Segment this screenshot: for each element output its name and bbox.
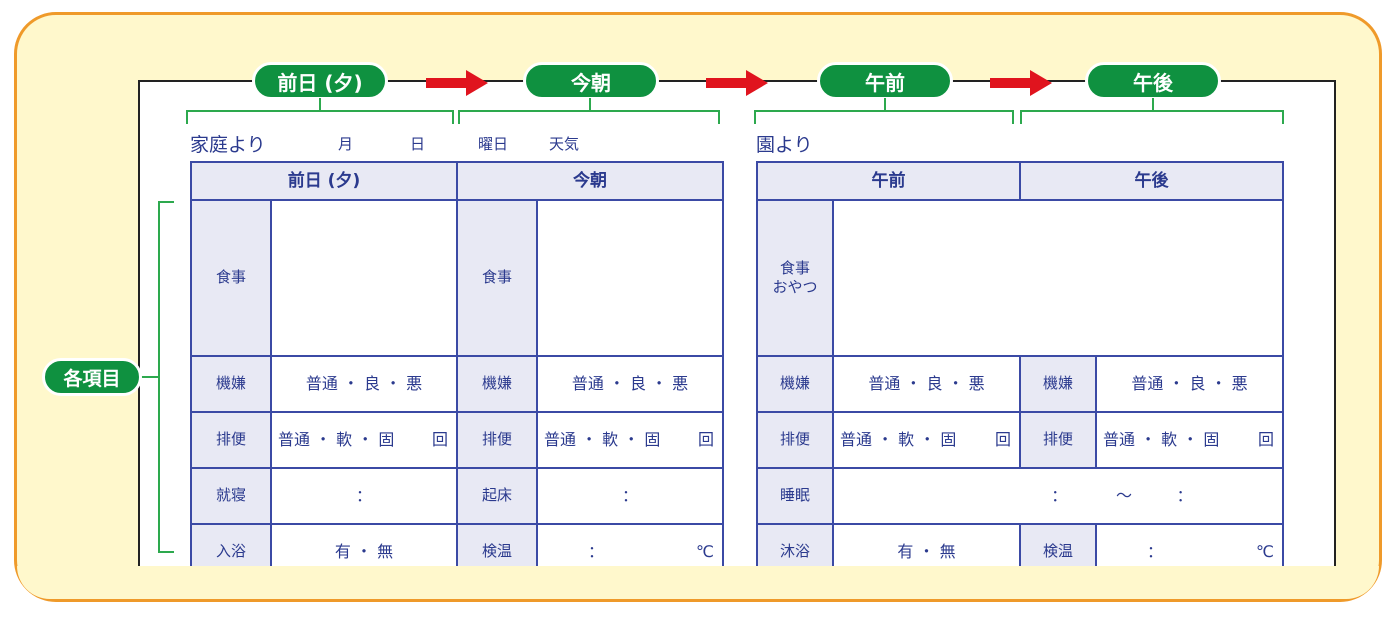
time-colon: ： (1147, 541, 1164, 561)
step-pill-morning: 今朝 (523, 62, 659, 100)
day-label: 日 (410, 135, 426, 153)
celsius-unit: ℃ (696, 541, 714, 561)
row-label: 機嫌 (756, 355, 834, 413)
row-label: 睡眠 (756, 467, 834, 525)
row-label: 食事 (190, 199, 272, 357)
stool-morning-options[interactable]: 普通 ・ 軟 ・ 固 回 (536, 411, 724, 469)
count-unit: 回 (431, 429, 448, 449)
time-colon: ： (1176, 485, 1193, 505)
row-label: 排便 (456, 411, 538, 469)
stool-am-options[interactable]: 普通 ・ 軟 ・ 固 回 (832, 411, 1021, 469)
step-pill-pm: 午後 (1085, 62, 1221, 100)
time-colon: ： (1051, 485, 1068, 505)
row-label: 機嫌 (456, 355, 538, 413)
stool-pm-options[interactable]: 普通 ・ 軟 ・ 固 回 (1095, 411, 1284, 469)
bedtime-field[interactable]: ： (270, 467, 458, 525)
weekday-label: 曜日 (478, 135, 509, 153)
row-label: 起床 (456, 467, 538, 525)
header-evening: 前日 (夕) (190, 161, 458, 201)
range-tilde: ～ (1115, 485, 1132, 505)
header-am: 午前 (756, 161, 1021, 201)
meal-snack-label: 食事おやつ (756, 199, 834, 357)
row-label: 排便 (1019, 411, 1097, 469)
meal-evening-field[interactable] (270, 199, 458, 357)
home-table: 前日 (夕) 今朝 食事 食事 機嫌 普通 ・ 良 ・ 悪 機嫌 普通 ・ 良 … (190, 161, 724, 581)
stool-options: 普通 ・ 軟 ・ 固 (840, 429, 957, 449)
weather-label: 天気 (549, 135, 580, 153)
row-label: 食事 (456, 199, 538, 357)
items-badge: 各項目 (42, 358, 142, 396)
month-label: 月 (338, 135, 354, 153)
row-label: 就寝 (190, 467, 272, 525)
row-label: 機嫌 (190, 355, 272, 413)
arrow-right-icon (426, 70, 488, 96)
school-heading: 園より (756, 134, 813, 156)
bottom-crop-band (17, 566, 1379, 599)
step-pill-am: 午前 (817, 62, 953, 100)
row-label: 排便 (190, 411, 272, 469)
school-table: 午前 午後 食事おやつ 機嫌 普通 ・ 良 ・ 悪 機嫌 普通 ・ 良 ・ 悪 … (756, 161, 1284, 581)
nap-time-field[interactable]: ： ～ ： (832, 467, 1284, 525)
arrow-right-icon (706, 70, 768, 96)
stool-evening-options[interactable]: 普通 ・ 軟 ・ 固 回 (270, 411, 458, 469)
stool-options: 普通 ・ 軟 ・ 固 (544, 429, 661, 449)
meal-morning-field[interactable] (536, 199, 724, 357)
time-colon: ： (588, 541, 605, 561)
count-unit: 回 (697, 429, 714, 449)
mood-pm-options[interactable]: 普通 ・ 良 ・ 悪 (1095, 355, 1284, 413)
count-unit: 回 (1257, 429, 1274, 449)
arrow-right-icon (990, 70, 1052, 96)
stool-options: 普通 ・ 軟 ・ 固 (278, 429, 395, 449)
mood-evening-options[interactable]: 普通 ・ 良 ・ 悪 (270, 355, 458, 413)
meal-snack-field[interactable] (832, 199, 1284, 357)
mood-am-options[interactable]: 普通 ・ 良 ・ 悪 (832, 355, 1021, 413)
header-morning: 今朝 (456, 161, 724, 201)
home-heading: 家庭より (190, 134, 266, 156)
row-label: 排便 (756, 411, 834, 469)
step-pill-evening: 前日 (夕) (252, 62, 388, 100)
header-pm: 午後 (1019, 161, 1284, 201)
mood-morning-options[interactable]: 普通 ・ 良 ・ 悪 (536, 355, 724, 413)
celsius-unit: ℃ (1256, 541, 1274, 561)
row-label: 機嫌 (1019, 355, 1097, 413)
wakeup-field[interactable]: ： (536, 467, 724, 525)
count-unit: 回 (994, 429, 1011, 449)
stool-options: 普通 ・ 軟 ・ 固 (1103, 429, 1220, 449)
